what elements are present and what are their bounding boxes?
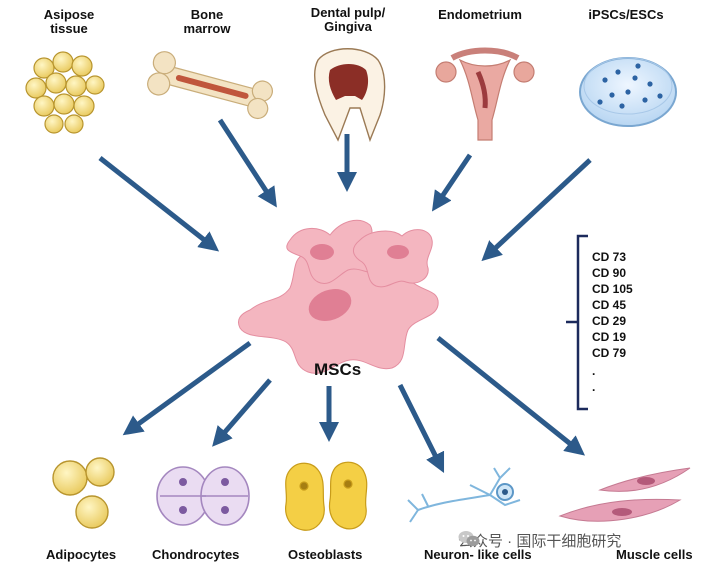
marker-bracket <box>566 234 588 411</box>
marker-item: CD 73 <box>592 250 627 264</box>
muscle-cells-icon <box>558 467 691 522</box>
target-label-adipocytes: Adipocytes <box>46 547 117 562</box>
watermark: 公众号 · 国际干细胞研究 <box>458 530 621 551</box>
source-label-endometrium: Endometrium <box>438 7 522 22</box>
petri-dish-icon <box>579 57 677 127</box>
marker-item: . <box>592 380 596 394</box>
osteoblasts-icon <box>285 461 368 531</box>
target-label-chondrocytes: Chondrocytes <box>152 547 240 562</box>
marker-item: . <box>592 364 596 378</box>
uterus-icon <box>435 47 535 141</box>
source-label-ipsc: iPSCs/ESCs <box>588 7 664 22</box>
source-label-dental: Dental pulp/ Gingiva <box>310 5 386 34</box>
neuron-icon <box>407 467 521 523</box>
msc-cells-icon <box>237 219 439 374</box>
chondrocytes-icon <box>156 466 250 526</box>
adipose-tissue-icon <box>25 51 105 134</box>
bone-icon <box>147 51 273 120</box>
target-label-osteoblasts: Osteoblasts <box>288 547 363 562</box>
watermark-text: 公众号 · 国际干细胞研究 <box>458 533 622 550</box>
msc-label: MSCs <box>314 360 362 379</box>
adipocytes-icon <box>52 457 115 529</box>
marker-item: CD 90 <box>592 266 627 280</box>
wechat-icon <box>458 531 480 547</box>
source-label-bone-marrow: Bone marrow <box>183 7 231 36</box>
source-label-adipose: Asipose tissue <box>43 7 95 36</box>
outbound-arrows <box>122 336 586 474</box>
marker-item: CD 19 <box>592 330 627 344</box>
marker-item: CD 45 <box>592 298 627 312</box>
target-label-neuron: Neuron- like cells <box>424 547 532 562</box>
marker-item: CD 79 <box>592 346 627 360</box>
marker-item: CD 29 <box>592 314 627 328</box>
target-label-muscle: Muscle cells <box>616 547 693 562</box>
tooth-icon <box>314 48 386 143</box>
inbound-arrows <box>98 118 592 262</box>
marker-item: CD 105 <box>592 282 633 296</box>
